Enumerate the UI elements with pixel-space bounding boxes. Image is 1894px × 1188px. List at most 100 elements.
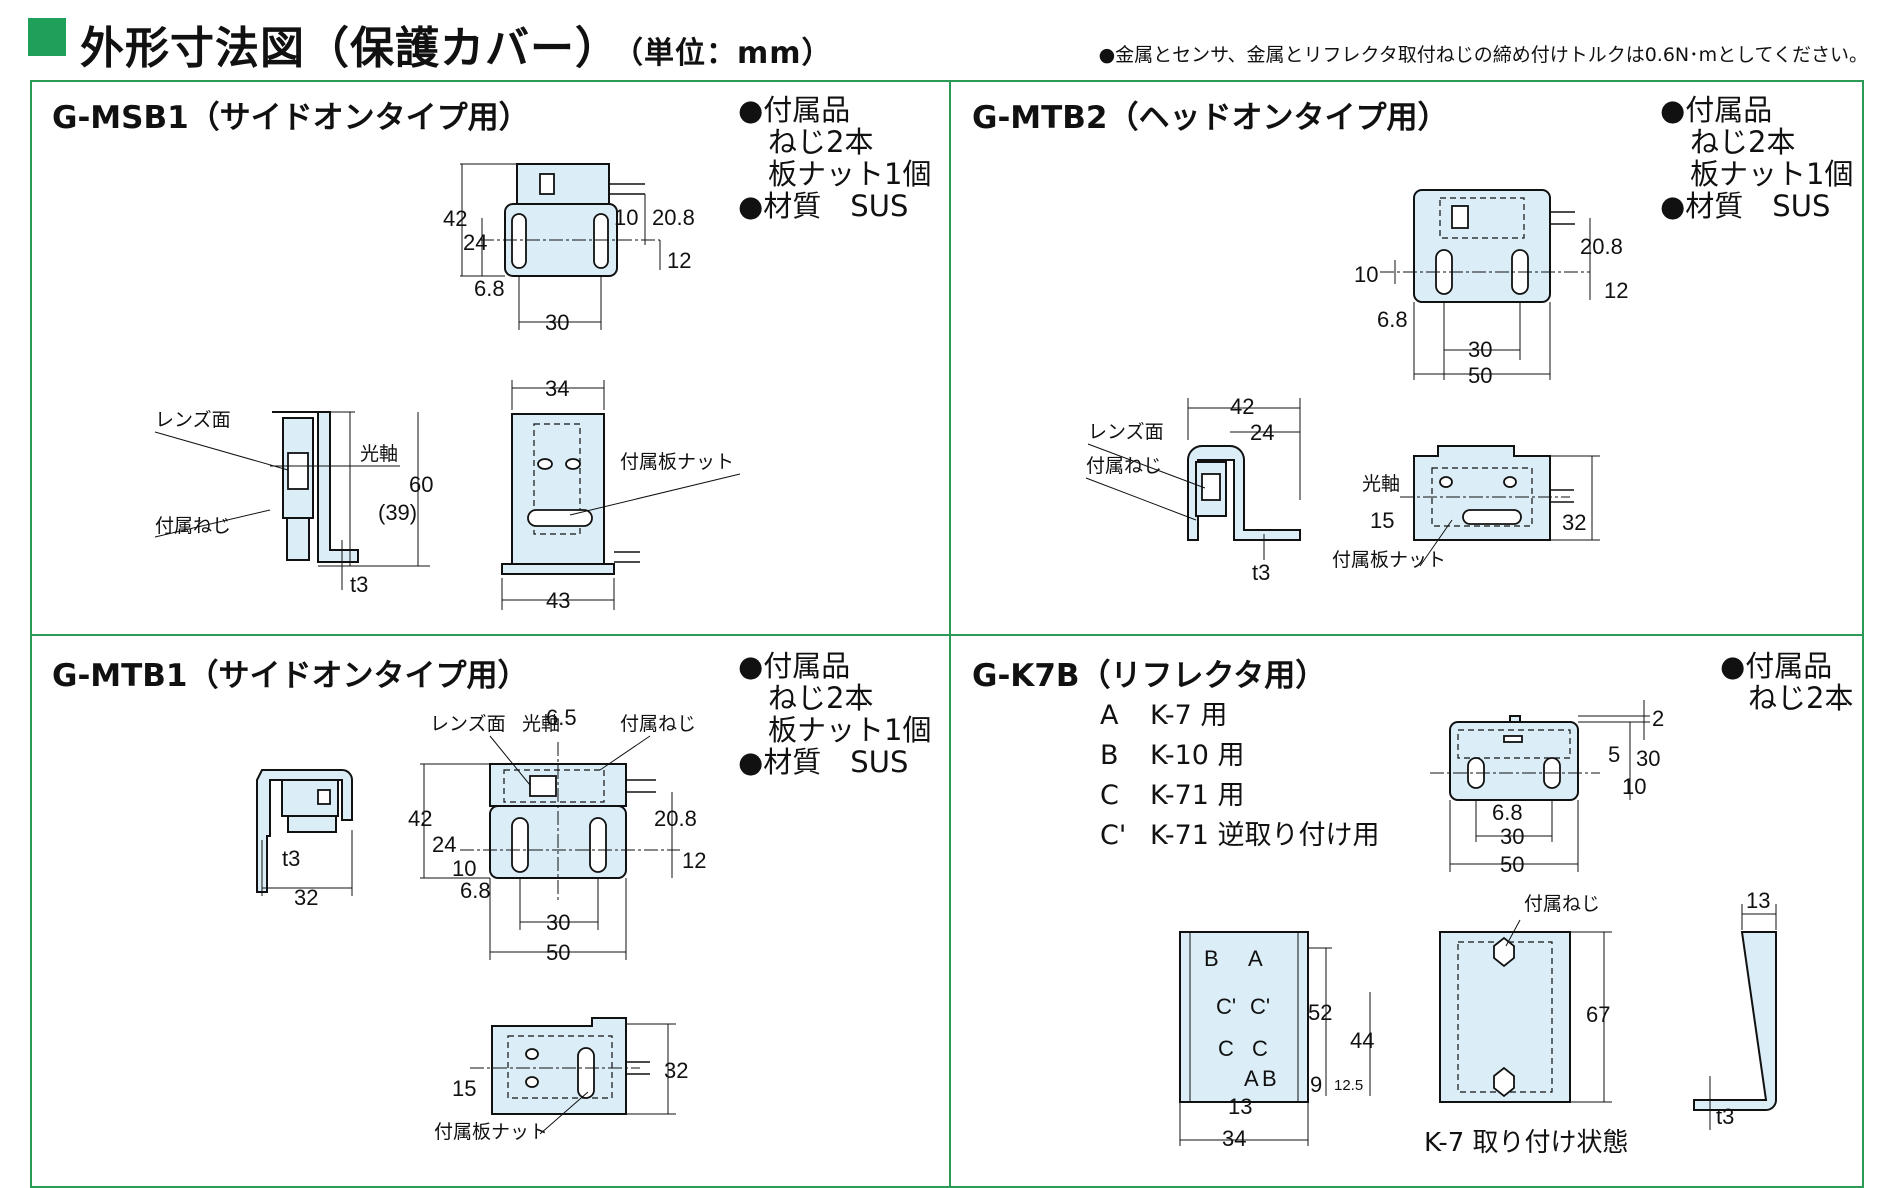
- svg-text:10: 10: [1622, 774, 1646, 799]
- torque-note: ●金属とセンサ、金属とリフレクタ取付ねじの締め付けトルクは0.6N･mとしてくだ…: [1098, 44, 1868, 66]
- svg-text:5: 5: [1608, 742, 1620, 767]
- svg-text:12: 12: [667, 248, 691, 273]
- svg-text:t3: t3: [282, 846, 300, 871]
- svg-text:B: B: [1204, 946, 1219, 971]
- acc-heading: ●付属品: [738, 93, 851, 127]
- svg-text:t3: t3: [1716, 1104, 1734, 1129]
- mounted-caption: K-7 取り付け状態: [1424, 1128, 1629, 1158]
- k7b-back-plate: [1179, 931, 1309, 1103]
- svg-text:50: 50: [546, 940, 570, 965]
- svg-text:付属板ナット: 付属板ナット: [1332, 549, 1446, 571]
- page-header: 外形寸法図（保護カバー）（単位：mm） ●金属とセンサ、金属とリフレクタ取付ねじ…: [28, 10, 1868, 74]
- svg-text:32: 32: [664, 1058, 688, 1083]
- svg-text:t3: t3: [1252, 560, 1270, 585]
- svg-text:44: 44: [1350, 1028, 1374, 1053]
- msb1-plan-plate: [511, 413, 605, 565]
- svg-text:24: 24: [432, 832, 456, 857]
- svg-text:付属ねじ: 付属ねじ: [1524, 893, 1600, 915]
- svg-text:42: 42: [408, 806, 432, 831]
- acc-screws: ねじ2本: [768, 125, 874, 159]
- svg-text:レンズ面: レンズ面: [155, 409, 231, 431]
- svg-text:50: 50: [1500, 852, 1524, 877]
- svg-text:C: C: [1252, 1036, 1268, 1061]
- svg-text:60: 60: [409, 472, 433, 497]
- svg-text:C': C': [1250, 994, 1270, 1019]
- svg-text:(39): (39): [378, 500, 417, 525]
- accessories-g-msb1: ●付属品 ねじ2本 板ナット1個 ●材質 SUS: [738, 94, 931, 222]
- mtb2-side-bracket: [1187, 445, 1301, 541]
- svg-text:12.5: 12.5: [1334, 1077, 1363, 1094]
- svg-text:レンズ面: レンズ面: [430, 713, 506, 735]
- svg-text:42: 42: [1230, 394, 1254, 419]
- unit-label: （単位：mm）: [628, 36, 833, 71]
- panel-title-g-k7b: G-K7B（リフレクタ用）: [972, 658, 1327, 694]
- svg-text:24: 24: [1250, 420, 1274, 445]
- svg-text:C': C': [1216, 994, 1236, 1019]
- acc-material: ●材質 SUS: [738, 189, 909, 223]
- mtb1-side-bracket: [256, 769, 353, 893]
- svg-text:6.8: 6.8: [1377, 307, 1408, 332]
- svg-text:30: 30: [545, 310, 569, 335]
- acc-nut: 板ナット1個: [768, 157, 932, 191]
- svg-text:20.8: 20.8: [1580, 234, 1623, 259]
- page-title: 外形寸法図（保護カバー）（単位：mm）: [80, 23, 833, 74]
- svg-text:A: A: [1244, 1066, 1259, 1091]
- svg-text:13: 13: [1746, 888, 1770, 913]
- svg-text:付属板ナット: 付属板ナット: [434, 1121, 548, 1143]
- svg-text:43: 43: [546, 588, 570, 613]
- svg-text:34: 34: [545, 376, 569, 401]
- msb1-side-bracket: [272, 411, 359, 563]
- svg-text:t3: t3: [350, 572, 368, 597]
- svg-text:光軸: 光軸: [522, 713, 560, 735]
- svg-text:15: 15: [1370, 508, 1394, 533]
- svg-text:レンズ面: レンズ面: [1088, 421, 1164, 443]
- svg-text:10: 10: [1354, 262, 1378, 287]
- svg-text:2: 2: [1652, 706, 1664, 731]
- svg-text:A: A: [1248, 946, 1263, 971]
- svg-text:52: 52: [1308, 1000, 1332, 1025]
- svg-text:15: 15: [452, 1076, 476, 1101]
- accessories-g-mtb2: ●付属品 ねじ2本 板ナット1個 ●材質 SUS: [1660, 93, 1854, 223]
- svg-text:13: 13: [1228, 1094, 1252, 1119]
- svg-text:光軸: 光軸: [360, 443, 398, 465]
- panel-title-g-mtb1: G-MTB1（サイドオンタイプ用）: [52, 658, 529, 694]
- svg-text:6.8: 6.8: [460, 878, 491, 903]
- svg-text:32: 32: [1562, 510, 1586, 535]
- svg-text:6.8: 6.8: [474, 276, 505, 301]
- panel-title-g-msb1: G-MSB1（サイドオンタイプ用）: [52, 100, 530, 136]
- svg-text:B: B: [1262, 1066, 1277, 1091]
- svg-text:30: 30: [1636, 746, 1660, 771]
- horizontal-divider: [30, 634, 1864, 636]
- svg-text:付属ねじ: 付属ねじ: [1086, 455, 1162, 477]
- accessories-g-k7b: ●付属品 ねじ2本: [1720, 649, 1854, 715]
- svg-text:C: C: [1218, 1036, 1234, 1061]
- panel-title-g-mtb2: G-MTB2（ヘッドオンタイプ用）: [972, 100, 1449, 136]
- svg-text:32: 32: [294, 885, 318, 910]
- svg-text:20.8: 20.8: [654, 806, 697, 831]
- svg-text:10: 10: [614, 205, 638, 230]
- svg-text:10: 10: [452, 856, 476, 881]
- svg-text:12: 12: [1604, 278, 1628, 303]
- svg-text:9: 9: [1310, 1072, 1322, 1097]
- accessories-g-mtb1: ●付属品 ねじ2本 板ナット1個 ●材質 SUS: [738, 649, 932, 779]
- svg-text:67: 67: [1586, 1002, 1610, 1027]
- svg-text:30: 30: [1468, 337, 1492, 362]
- svg-text:20.8: 20.8: [652, 205, 695, 230]
- svg-text:30: 30: [546, 910, 570, 935]
- svg-text:34: 34: [1222, 1126, 1246, 1151]
- svg-text:50: 50: [1468, 363, 1492, 388]
- svg-text:付属ねじ: 付属ねじ: [620, 713, 696, 735]
- msb1-top-part: [516, 163, 610, 205]
- svg-text:6.8: 6.8: [1492, 800, 1523, 825]
- variant-c-prime: C'K-71 逆取り付け用: [1100, 820, 1380, 851]
- svg-text:6.5: 6.5: [546, 705, 577, 730]
- msb1-plan-base: [501, 563, 615, 575]
- k7b-l-bracket: [1693, 931, 1777, 1111]
